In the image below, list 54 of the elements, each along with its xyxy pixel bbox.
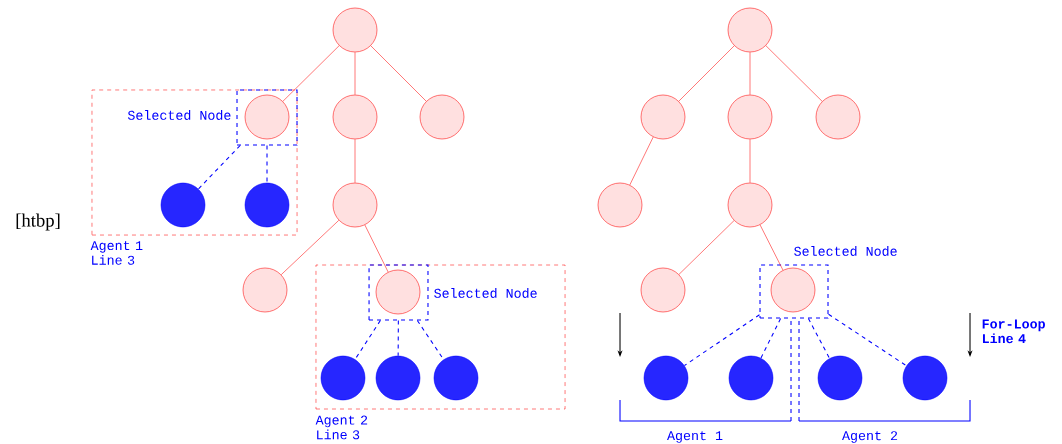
tree-node	[244, 182, 290, 228]
tree-node	[640, 94, 686, 140]
tree-node	[419, 94, 465, 140]
selection-label: Selected Node	[794, 246, 897, 256]
tree-edge	[765, 45, 823, 102]
placement-spec: [htbp]	[16, 213, 60, 231]
tree-node	[727, 94, 773, 140]
tree-edge	[749, 52, 751, 95]
dashed-connector	[416, 319, 445, 361]
dashed-connector	[683, 314, 760, 367]
tree-edge	[629, 136, 654, 186]
selection-label: Selected Node	[434, 288, 537, 298]
tree-node	[770, 267, 816, 313]
tree-node	[242, 267, 288, 313]
tree-node	[643, 355, 689, 401]
loop-label: For-Loop Line 4	[982, 319, 1045, 344]
tree-node	[320, 355, 366, 401]
tree-node	[815, 94, 861, 140]
tree-edge	[354, 52, 356, 95]
tree-edge	[282, 45, 340, 102]
tree-node	[375, 355, 421, 401]
dashed-connector	[807, 318, 831, 359]
tree-edge	[354, 139, 356, 183]
dashed-connector	[760, 318, 782, 359]
tree-edge	[364, 224, 389, 273]
selection-label: Selected Node	[127, 110, 231, 120]
tree-node	[332, 94, 378, 140]
agent-label: Agent 1	[667, 431, 723, 443]
tree-node	[727, 7, 773, 53]
tree-node	[728, 355, 774, 401]
tree-node	[332, 182, 378, 228]
tree-node	[332, 7, 378, 53]
dashed-connector	[266, 144, 268, 184]
tree-edge	[759, 224, 784, 271]
tree-edge	[749, 139, 751, 183]
agent-label: Agent 2 Line 3	[315, 415, 368, 440]
tree-node	[817, 355, 863, 401]
agent-label: Agent 2	[842, 431, 898, 443]
tree-node	[640, 267, 686, 313]
tree-node	[597, 182, 643, 228]
tree-node	[902, 355, 948, 401]
tree-edge	[678, 220, 735, 275]
tree-node	[160, 182, 206, 228]
tree-edge	[280, 220, 340, 275]
dashed-connector	[354, 319, 381, 360]
dashed-connector	[828, 313, 907, 367]
tree-node	[375, 269, 421, 315]
tree-node	[727, 182, 773, 228]
dashed-connector	[197, 144, 241, 190]
agent-label: Agent 1 Line 3	[90, 241, 143, 265]
tree-node	[244, 94, 290, 140]
tree-edge	[370, 45, 427, 102]
tree-edge	[678, 45, 735, 102]
tree-node	[433, 355, 479, 401]
